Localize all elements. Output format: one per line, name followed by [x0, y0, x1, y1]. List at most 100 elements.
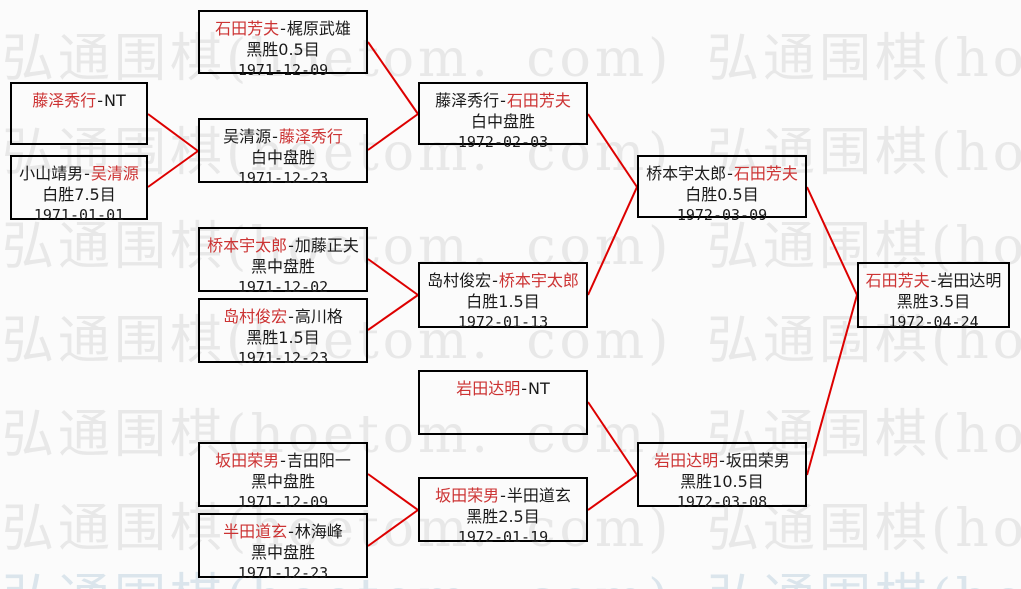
match-players: 吴清源-藤泽秀行: [200, 126, 366, 147]
player-name: 坂田荣男: [725, 451, 790, 470]
player-name: 小山靖男: [19, 164, 84, 183]
vs-dash: -: [84, 164, 90, 183]
watermark-text: 弘通围棋(hoetom. com) 弘通围棋(hoetom. com): [2, 217, 1021, 277]
player-name: 藤泽秀行: [435, 91, 500, 110]
player-name: 吴清源: [90, 164, 139, 183]
player-name: 加藤正夫: [294, 236, 359, 255]
match-players: 岛村俊宏-高川格: [200, 306, 366, 327]
vs-dash: -: [288, 307, 294, 326]
match-players: 岩田达明-NT: [420, 378, 586, 399]
match-box-r2m2: 岛村俊宏-桥本宇太郎 白胜1.5目 1972-01-13: [418, 262, 588, 331]
player-name: 藤泽秀行: [32, 91, 97, 110]
match-players: 小山靖男-吴清源: [12, 163, 146, 184]
vs-dash: -: [97, 91, 104, 110]
match-box-r2m3: 岩田达明-NT: [418, 370, 588, 435]
match-result: 黑中盘胜: [250, 472, 315, 491]
player-name: 岛村俊宏: [223, 307, 288, 326]
match-players: 半田道玄-林海峰: [200, 521, 366, 542]
match-date: 1972-01-13: [457, 313, 549, 331]
connector-line: [587, 401, 638, 476]
vs-dash: -: [500, 91, 506, 110]
connector-line: [367, 41, 419, 115]
match-box-pre1: 藤泽秀行-NT: [10, 82, 148, 145]
connector-line: [587, 186, 638, 296]
match-result: 黑中盘胜: [250, 543, 315, 562]
player-name: 藤泽秀行: [278, 127, 343, 146]
player-name: 坂田荣男: [435, 486, 500, 505]
match-date: 1971-01-01: [33, 206, 125, 224]
connector-line: [147, 113, 199, 152]
match-players: 桥本宇太郎-石田芳夫: [639, 163, 805, 184]
match-result: 白中盘胜: [250, 148, 315, 167]
match-box-qf6: 半田道玄-林海峰 黑中盘胜 1971-12-23: [198, 513, 368, 582]
match-date: 1972-02-03: [457, 133, 549, 151]
player-name: 半田道玄: [506, 486, 571, 505]
player-name: 梶原武雄: [286, 19, 351, 38]
match-date: 1971-12-23: [237, 564, 329, 582]
match-players: 藤泽秀行-NT: [12, 90, 146, 111]
match-box-pre2: 小山靖男-吴清源 白胜7.5目 1971-01-01: [10, 155, 148, 224]
match-players: 岛村俊宏-桥本宇太郎: [420, 270, 586, 291]
connector-line: [806, 294, 858, 476]
match-date: 1972-04-24: [888, 313, 979, 331]
watermark-text: 弘通围棋(hoetom. com) 弘通围棋(hoetom. com): [2, 311, 1021, 371]
player-name: 吴清源: [223, 127, 272, 146]
player-name: 半田道玄: [223, 522, 288, 541]
match-result: 白中盘胜: [470, 112, 535, 131]
connector-line: [367, 258, 419, 296]
match-box-qf4: 岛村俊宏-高川格 黑胜1.5目 1971-12-23: [198, 298, 368, 367]
player-name: 岩田达明: [654, 451, 719, 470]
connector-line: [367, 294, 419, 331]
player-name: 石田芳夫: [506, 91, 571, 110]
watermark-text: 弘通围棋(hoetom. com) 弘通围棋(hoetom. com): [2, 405, 1021, 465]
match-box-qf3: 桥本宇太郎-加藤正夫 黑中盘胜 1971-12-02: [198, 227, 368, 296]
match-date: 1971-12-02: [237, 278, 329, 296]
vs-dash: -: [930, 271, 937, 290]
match-players: 坂田荣男-半田道玄: [420, 485, 586, 506]
match-date: 1971-12-23: [237, 349, 329, 367]
watermark-text: 弘通围棋(hoetom. com) 弘通围棋(hoetom. com): [2, 29, 1021, 89]
connector-line: [367, 509, 419, 547]
match-date: 1972-03-09: [676, 206, 768, 224]
match-result: 白胜0.5目: [685, 185, 759, 204]
vs-dash: -: [719, 451, 725, 470]
player-name: 石田芳夫: [215, 19, 280, 38]
match-players: 藤泽秀行-石田芳夫: [420, 90, 586, 111]
vs-dash: -: [288, 522, 294, 541]
watermark-text: 弘通围棋(hoetom. com) 弘通围棋(hoetom. com): [2, 570, 1021, 589]
connector-line: [587, 474, 638, 511]
match-box-sf2: 岩田达明-坂田荣男 黑胜10.5目 1972-03-08: [637, 442, 807, 511]
player-name: 吉田阳一: [286, 451, 351, 470]
connector-line: [367, 113, 419, 151]
match-date: 1971-12-23: [237, 169, 329, 187]
vs-dash: -: [500, 486, 506, 505]
match-players: 岩田达明-坂田荣男: [639, 450, 805, 471]
match-result: 黑胜10.5目: [680, 472, 764, 491]
player-name: 石田芳夫: [865, 271, 930, 290]
match-date: 1972-03-08: [676, 493, 768, 511]
match-result: 黑胜3.5目: [896, 292, 971, 311]
match-players: 石田芳夫-梶原武雄: [200, 18, 366, 39]
match-box-qf2: 吴清源-藤泽秀行 白中盘胜 1971-12-23: [198, 118, 368, 187]
vs-dash: -: [727, 164, 733, 183]
connector-line: [367, 473, 419, 511]
connector-line: [147, 150, 199, 188]
match-box-r2m1: 藤泽秀行-石田芳夫 白中盘胜 1972-02-03: [418, 82, 588, 151]
vs-dash: -: [288, 236, 294, 255]
watermark-text: 弘通围棋(hoetom. com) 弘通围棋(hoetom. com): [2, 123, 1021, 183]
match-result: 白胜7.5目: [42, 185, 116, 204]
match-result: 黑胜1.5目: [246, 328, 320, 347]
match-result: 黑胜0.5目: [246, 40, 320, 59]
match-box-qf1: 石田芳夫-梶原武雄 黑胜0.5目 1971-12-09: [198, 10, 368, 79]
player-name: 坂田荣男: [215, 451, 280, 470]
match-box-sf1: 桥本宇太郎-石田芳夫 白胜0.5目 1972-03-09: [637, 155, 807, 224]
match-box-r2m4: 坂田荣男-半田道玄 黑胜2.5目 1972-01-19: [418, 477, 588, 546]
player-name: 高川格: [294, 307, 343, 326]
player-name: 林海峰: [294, 522, 343, 541]
vs-dash: -: [280, 451, 286, 470]
watermark-text: 弘通围棋(hoetom. com) 弘通围棋(hoetom. com): [2, 499, 1021, 559]
player-name: 岩田达明: [937, 271, 1002, 290]
player-name: NT: [104, 91, 126, 110]
match-date: 1972-01-19: [457, 528, 549, 546]
